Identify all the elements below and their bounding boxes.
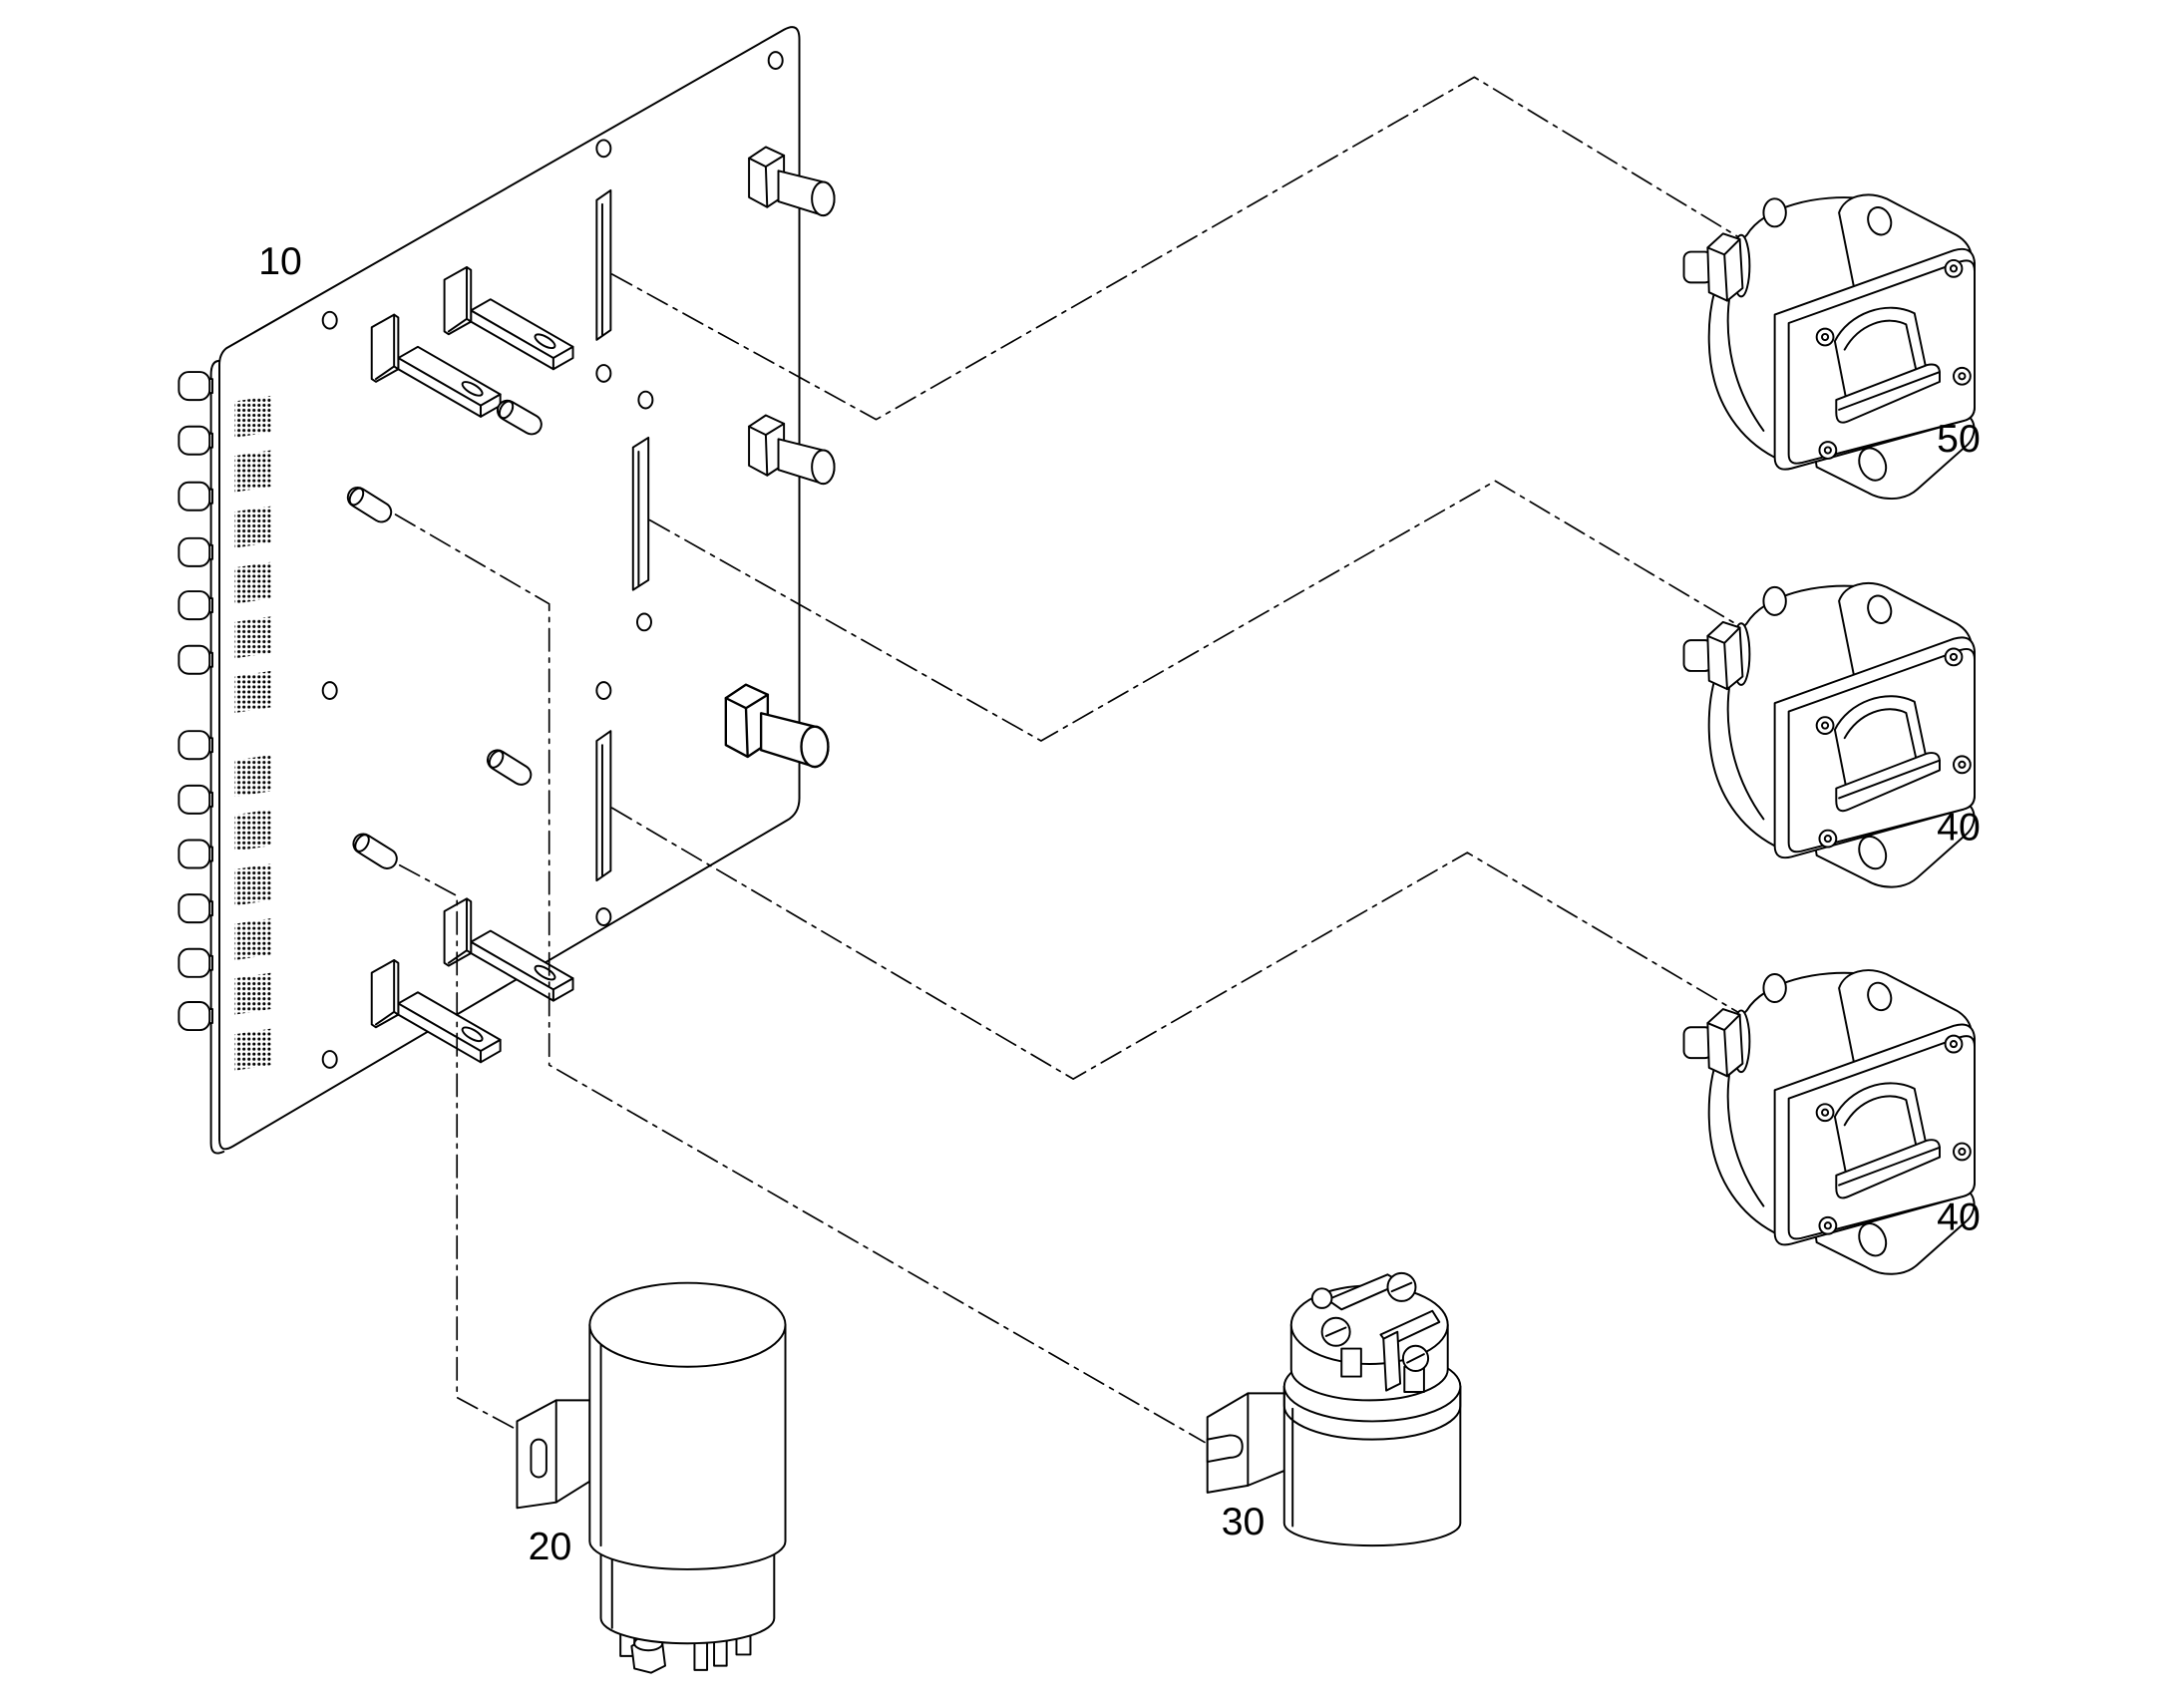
panel-board <box>178 26 836 1155</box>
callout-labels: 10 20 30 50 40 40 <box>258 239 1981 1568</box>
terminal-screw <box>1310 1287 1333 1309</box>
leader-line-to-switch-40-upper <box>648 480 1741 742</box>
terminal-block <box>234 670 271 713</box>
terminal-block <box>234 863 271 906</box>
edge-connector <box>178 481 213 512</box>
mounting-hole <box>595 681 612 700</box>
mounting-hole <box>321 1050 338 1069</box>
panel-plate-edge <box>209 359 225 1155</box>
panel-slots <box>595 188 650 882</box>
edge-connector <box>178 1001 213 1032</box>
terminal-block <box>234 450 271 493</box>
leader-line-to-switch-40-lower <box>610 807 1741 1080</box>
terminal-block <box>234 506 271 548</box>
edge-connector <box>178 371 213 402</box>
relay-30-bracket-slot <box>1206 1434 1244 1464</box>
callout-50: 50 <box>1937 417 1981 461</box>
edge-connector <box>178 947 213 978</box>
relay-20-can <box>588 1323 787 1570</box>
relay-20-can-top <box>588 1281 787 1368</box>
callout-40-upper: 40 <box>1937 805 1981 849</box>
relay-30 <box>1206 1271 1462 1547</box>
switch-50 <box>1682 193 1976 501</box>
callout-30: 30 <box>1222 1500 1266 1543</box>
relay-30-terminals <box>1310 1271 1441 1393</box>
slot <box>631 436 650 591</box>
relay-20-bracket-slot <box>530 1438 547 1479</box>
callout-10: 10 <box>258 239 302 283</box>
switch-40-lower <box>1682 969 1976 1275</box>
leader-line-to-relay-20 <box>398 863 516 1430</box>
terminal-block <box>234 809 271 852</box>
relay-20 <box>516 1281 787 1674</box>
switch-40-upper <box>1682 582 1976 888</box>
mounting-hole <box>636 612 652 632</box>
callout-20: 20 <box>529 1525 572 1568</box>
terminal-block <box>234 561 271 604</box>
terminal-block <box>234 395 271 438</box>
mounting-hole <box>767 51 784 70</box>
slot <box>595 730 612 882</box>
callout-40-lower: 40 <box>1937 1195 1981 1238</box>
leader-lines <box>394 76 1741 1444</box>
slot <box>595 188 612 341</box>
relay-30-body <box>1282 1385 1462 1547</box>
edge-connector <box>178 893 213 924</box>
panel-plate <box>218 26 801 1151</box>
terminal-blocks <box>234 395 271 1071</box>
mounting-hole <box>595 139 612 159</box>
edge-connector <box>178 839 213 869</box>
terminal-block <box>234 1028 271 1071</box>
terminal-block <box>234 755 271 798</box>
leader-line-to-switch-50 <box>610 76 1741 421</box>
mounting-holes <box>321 51 784 1069</box>
edge-connector <box>178 590 213 621</box>
mounting-hole <box>321 681 338 700</box>
mounting-hole <box>321 310 338 330</box>
relay-20-base <box>599 1542 776 1645</box>
edge-connectors <box>178 371 213 1032</box>
terminal-block <box>234 972 271 1015</box>
terminal-block <box>234 917 271 960</box>
edge-connector <box>178 784 213 815</box>
leader-line-to-relay-30 <box>394 513 1206 1444</box>
edge-connector <box>178 425 213 456</box>
relay-30-collar <box>1282 1385 1462 1441</box>
edge-connector <box>178 536 213 567</box>
relay-20-bracket <box>516 1399 591 1510</box>
mounting-hole <box>595 907 612 926</box>
mounting-hole <box>637 390 654 410</box>
edge-connector <box>178 644 213 675</box>
mounting-hole <box>595 364 612 383</box>
terminal-block <box>234 616 271 659</box>
edge-connector <box>178 730 213 761</box>
